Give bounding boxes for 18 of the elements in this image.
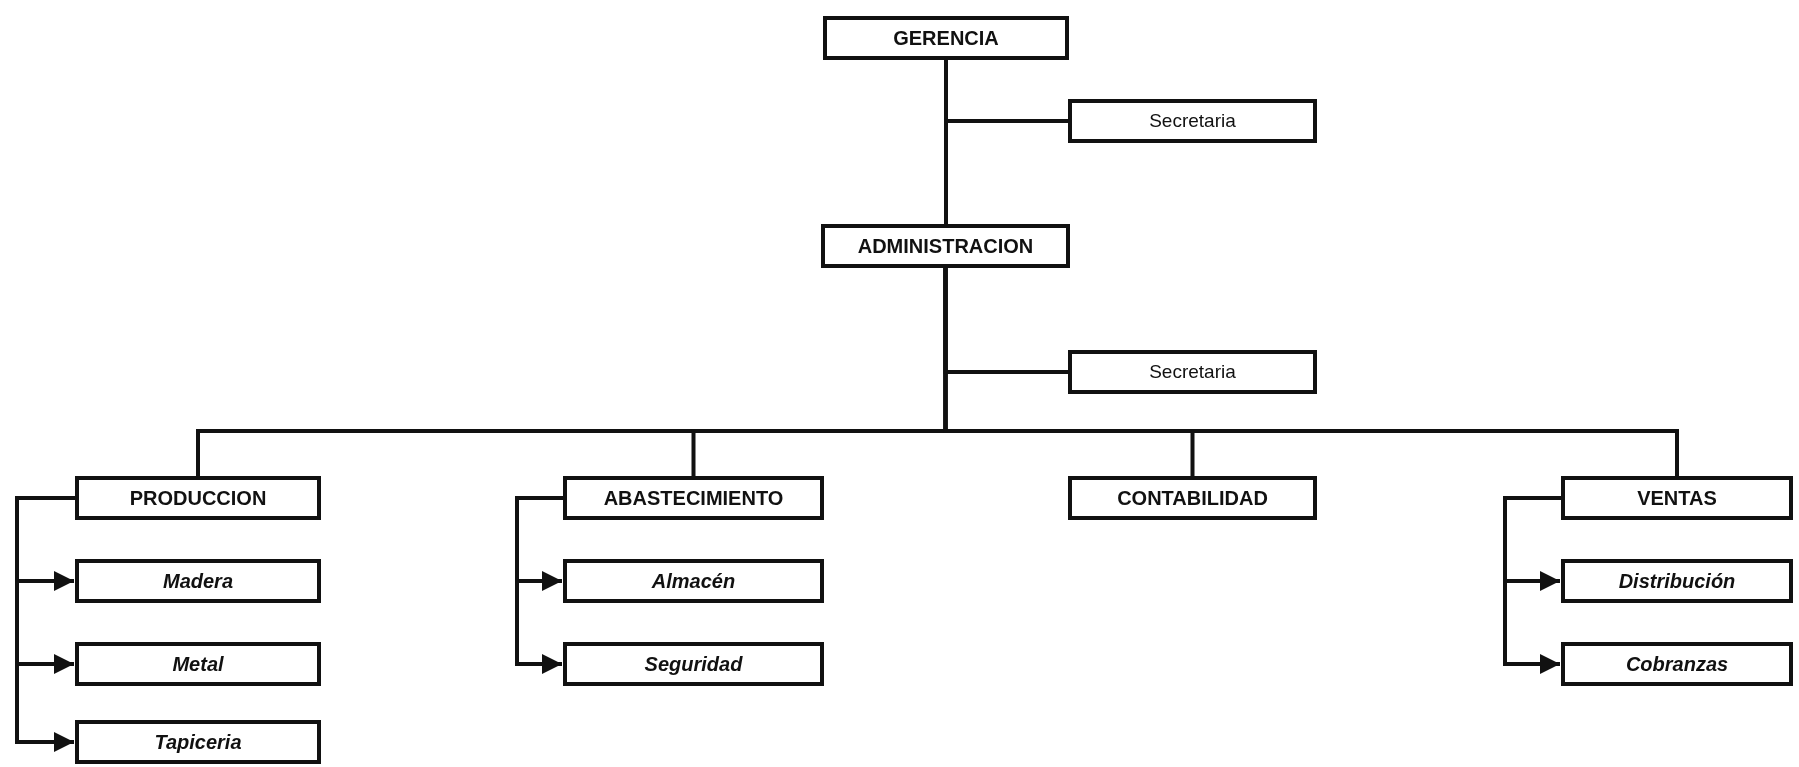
unit-box: Tapiceria [75, 720, 321, 764]
department-box: VENTAS [1561, 476, 1793, 520]
department-box: ADMINISTRACION [821, 224, 1070, 268]
unit-box: Metal [75, 642, 321, 686]
department-box: ABASTECIMIENTO [563, 476, 824, 520]
arrow [15, 496, 75, 752]
staff-box: Secretaria [1068, 99, 1317, 143]
staff-box: Secretaria [1068, 350, 1317, 394]
department-box: PRODUCCION [75, 476, 321, 520]
unit-box: Seguridad [563, 642, 824, 686]
unit-box: Madera [75, 559, 321, 603]
unit-box: Distribución [1561, 559, 1793, 603]
department-box: CONTABILIDAD [1068, 476, 1317, 520]
unit-box: Almacén [563, 559, 824, 603]
arrow [515, 496, 563, 674]
connector-line [943, 268, 1679, 476]
unit-box: Cobranzas [1561, 642, 1793, 686]
department-box: GERENCIA [823, 16, 1069, 60]
